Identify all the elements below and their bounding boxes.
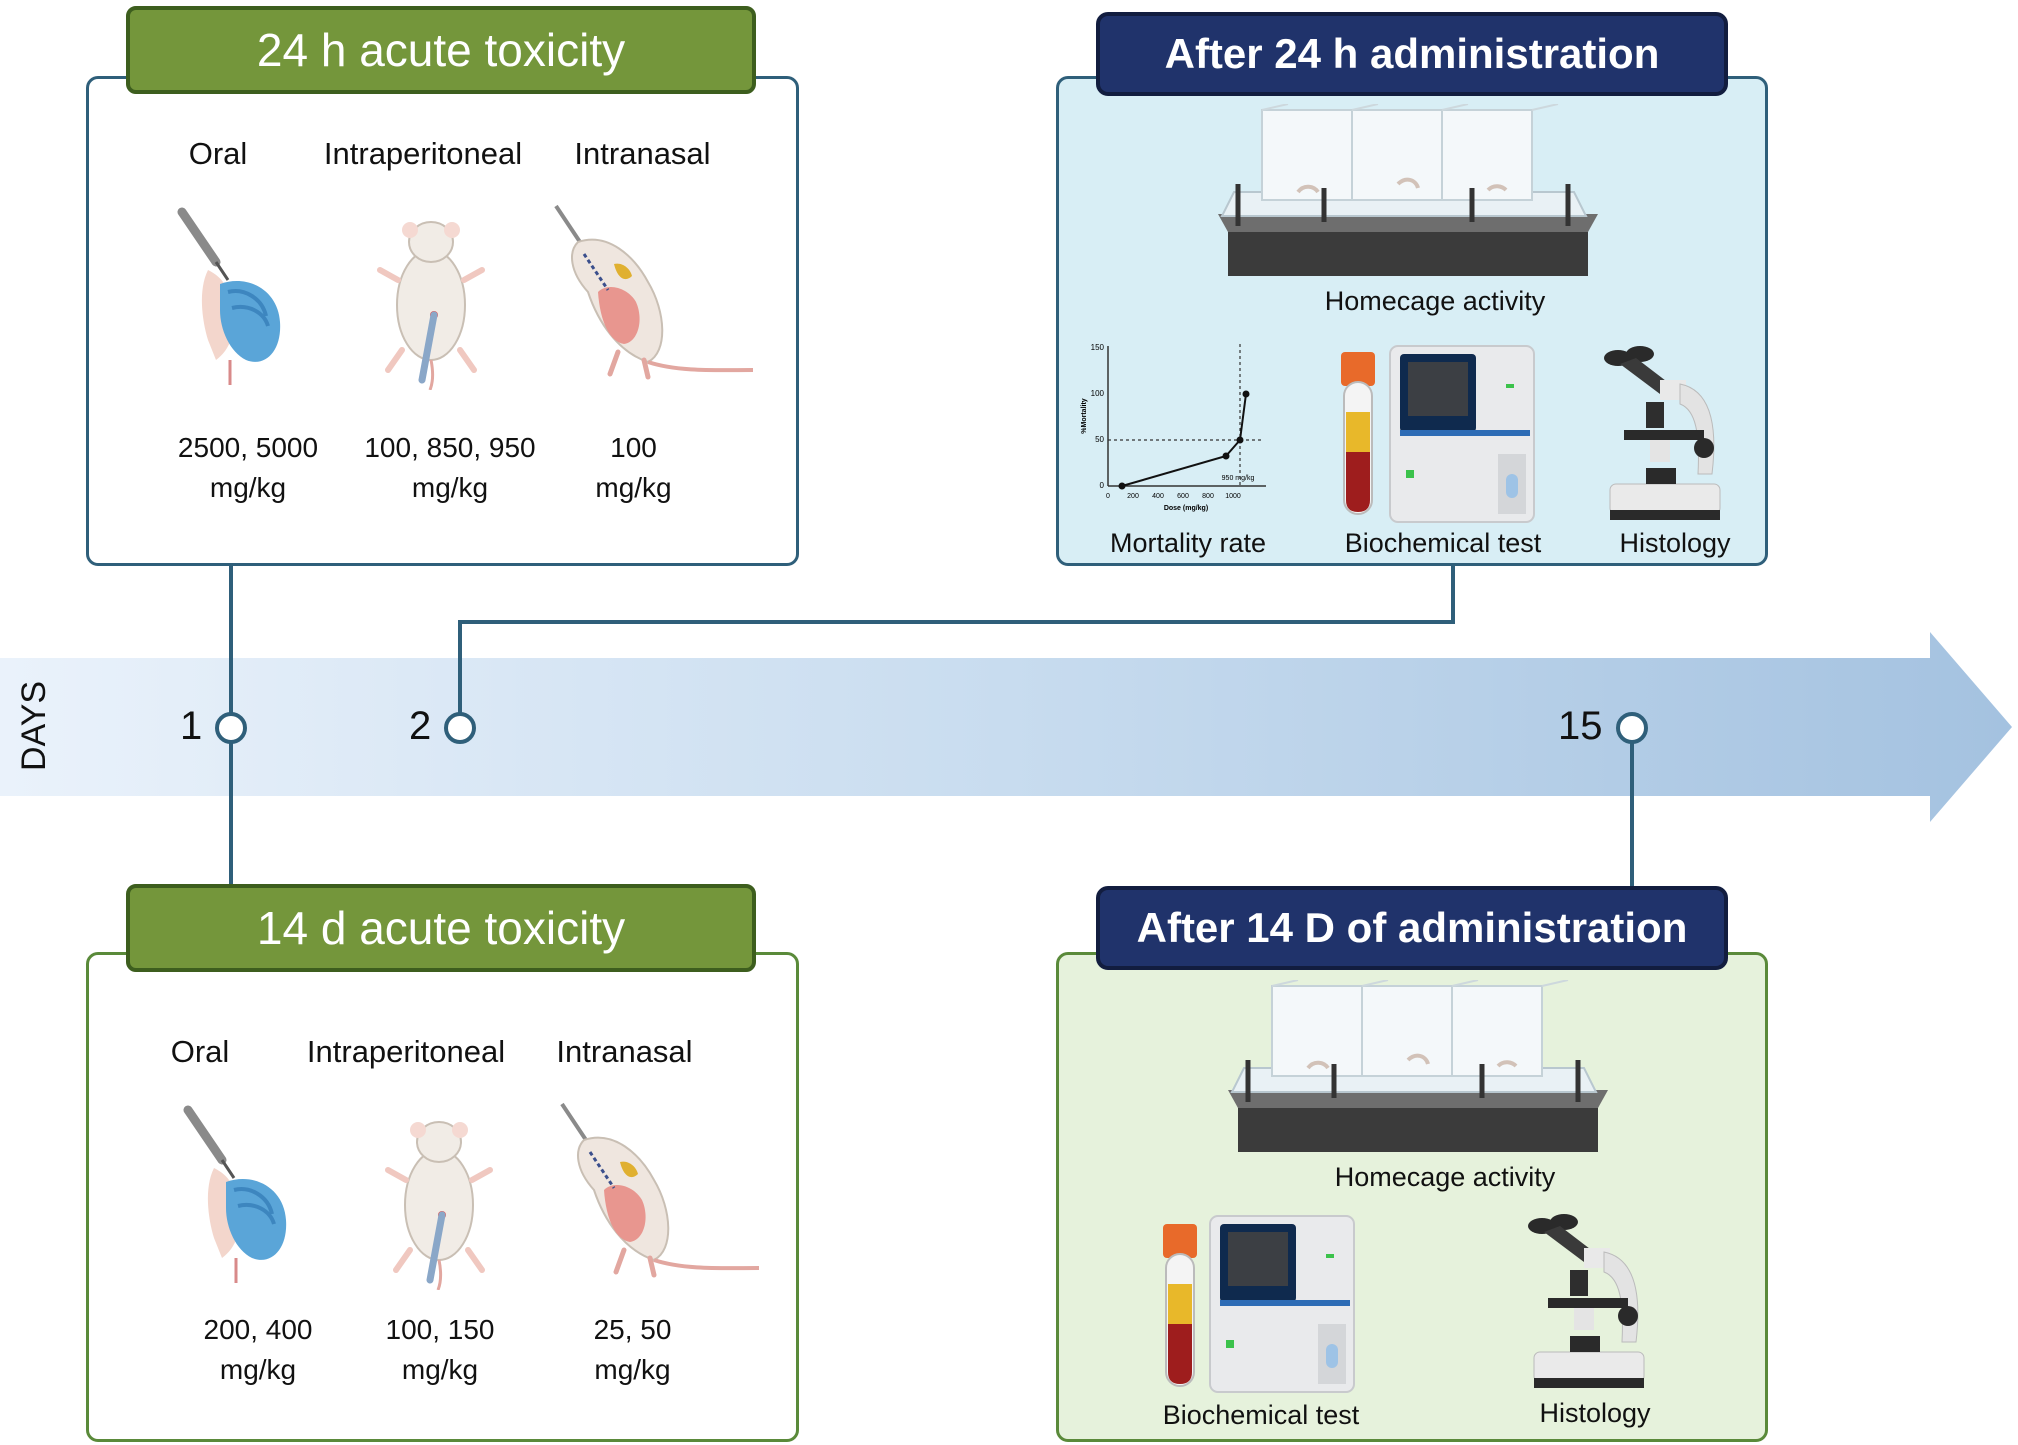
route-intraperitoneal-24h: Intraperitoneal <box>323 136 523 171</box>
mini-chart-ytick: 150 <box>1091 343 1105 352</box>
mini-chart-xtick: 1000 <box>1225 493 1241 500</box>
dose-intraperitoneal-24h-value: 100, 850, 950 <box>364 432 536 463</box>
connector-after-24h <box>458 565 1455 714</box>
histology-label-24h: Histology <box>1619 528 1731 558</box>
mini-chart-ylabel: %Mortality <box>1081 398 1088 434</box>
day-2-marker <box>444 712 476 744</box>
dose-intraperitoneal-14d-unit: mg/kg <box>401 1354 479 1385</box>
mini-chart-xlabel: Dose (mg/kg) <box>1164 505 1208 512</box>
mini-chart-ytick: 0 <box>1100 481 1105 490</box>
mini-chart-ytick: 100 <box>1091 389 1105 398</box>
homecage-activity-label-24h: Homecage activity <box>1324 286 1546 316</box>
dose-intranasal-14d-value: 25, 50 <box>593 1314 672 1345</box>
dose-oral-24h-value: 2500, 5000 <box>177 432 319 463</box>
day-15-marker <box>1616 712 1648 744</box>
intraperitoneal-mouse-illustration <box>385 1121 493 1290</box>
timeline-arrow <box>0 632 2012 822</box>
after-14d-title: After 14 D of administration <box>1096 886 1728 970</box>
dose-oral-24h-unit: mg/kg <box>209 472 287 503</box>
route-intraperitoneal-14d: Intraperitoneal <box>306 1034 506 1069</box>
mini-chart-xtick: 0 <box>1106 493 1110 500</box>
dose-oral-14d-value: 200, 400 <box>203 1314 313 1345</box>
mini-chart-xtick: 200 <box>1127 493 1139 500</box>
dose-intraperitoneal-24h: 100, 850, 950 mg/kg <box>355 428 545 508</box>
blood-tube-icon <box>1341 352 1375 515</box>
dose-intranasal-24h: 100 mg/kg <box>576 428 691 508</box>
dose-intraperitoneal-14d-value: 100, 150 <box>385 1314 495 1345</box>
mini-chart-annotation: 950 mg/kg <box>1222 475 1255 482</box>
biochemical-test-label-14d: Biochemical test <box>1162 1400 1360 1430</box>
dose-oral-14d-unit: mg/kg <box>219 1354 297 1385</box>
homecage-cage-illustration <box>1218 104 1598 276</box>
acute-24h-title: 24 h acute toxicity <box>126 6 756 94</box>
microscope-icon <box>1528 1214 1645 1388</box>
mini-chart-xtick: 400 <box>1152 493 1164 500</box>
day-2-label: 2 <box>409 704 432 748</box>
dose-intranasal-24h-unit: mg/kg <box>595 472 672 503</box>
day-15-label: 15 <box>1558 704 1603 748</box>
route-oral-24h: Oral <box>188 136 248 171</box>
mortality-mini-chart: 0 50 100 150 0 200 400 600 800 1000 Dose… <box>1081 343 1266 512</box>
intranasal-rat-illustration <box>560 1102 760 1278</box>
days-axis-label: DAYS <box>15 680 53 771</box>
mortality-rate-label: Mortality rate <box>1109 528 1267 558</box>
dose-oral-14d: 200, 400 mg/kg <box>198 1310 318 1390</box>
biochemical-analyzer-icon <box>1389 345 1535 523</box>
mini-chart-ytick: 50 <box>1095 435 1104 444</box>
homecage-cage-illustration <box>1228 980 1608 1152</box>
mini-chart-xtick: 600 <box>1177 493 1189 500</box>
route-intranasal-14d: Intranasal <box>556 1034 693 1069</box>
homecage-activity-label-14d: Homecage activity <box>1334 1162 1556 1192</box>
oral-gavage-illustration <box>183 1105 287 1283</box>
biochemical-analyzer-icon <box>1209 1215 1355 1393</box>
histology-label-14d: Histology <box>1539 1398 1651 1428</box>
mini-chart-xtick: 800 <box>1202 493 1214 500</box>
intraperitoneal-mouse-illustration <box>377 221 485 390</box>
route-intranasal-24h: Intranasal <box>574 136 711 171</box>
intranasal-rat-illustration <box>554 204 754 380</box>
acute-14d-title: 14 d acute toxicity <box>126 884 756 972</box>
day-1-marker <box>215 712 247 744</box>
after-24h-title: After 24 h administration <box>1096 12 1728 96</box>
dose-intranasal-14d-unit: mg/kg <box>594 1354 671 1385</box>
blood-tube-icon <box>1163 1224 1197 1387</box>
biochemical-test-label-24h: Biochemical test <box>1344 528 1542 558</box>
dose-oral-24h: 2500, 5000 mg/kg <box>158 428 338 508</box>
microscope-icon <box>1604 346 1721 520</box>
dose-intraperitoneal-14d: 100, 150 mg/kg <box>380 1310 500 1390</box>
route-oral-14d: Oral <box>170 1034 230 1069</box>
oral-gavage-illustration <box>177 207 281 385</box>
day-1-label: 1 <box>180 704 203 748</box>
dose-intranasal-24h-value: 100 <box>610 432 657 463</box>
dose-intraperitoneal-24h-unit: mg/kg <box>411 472 489 503</box>
dose-intranasal-14d: 25, 50 mg/kg <box>575 1310 690 1390</box>
